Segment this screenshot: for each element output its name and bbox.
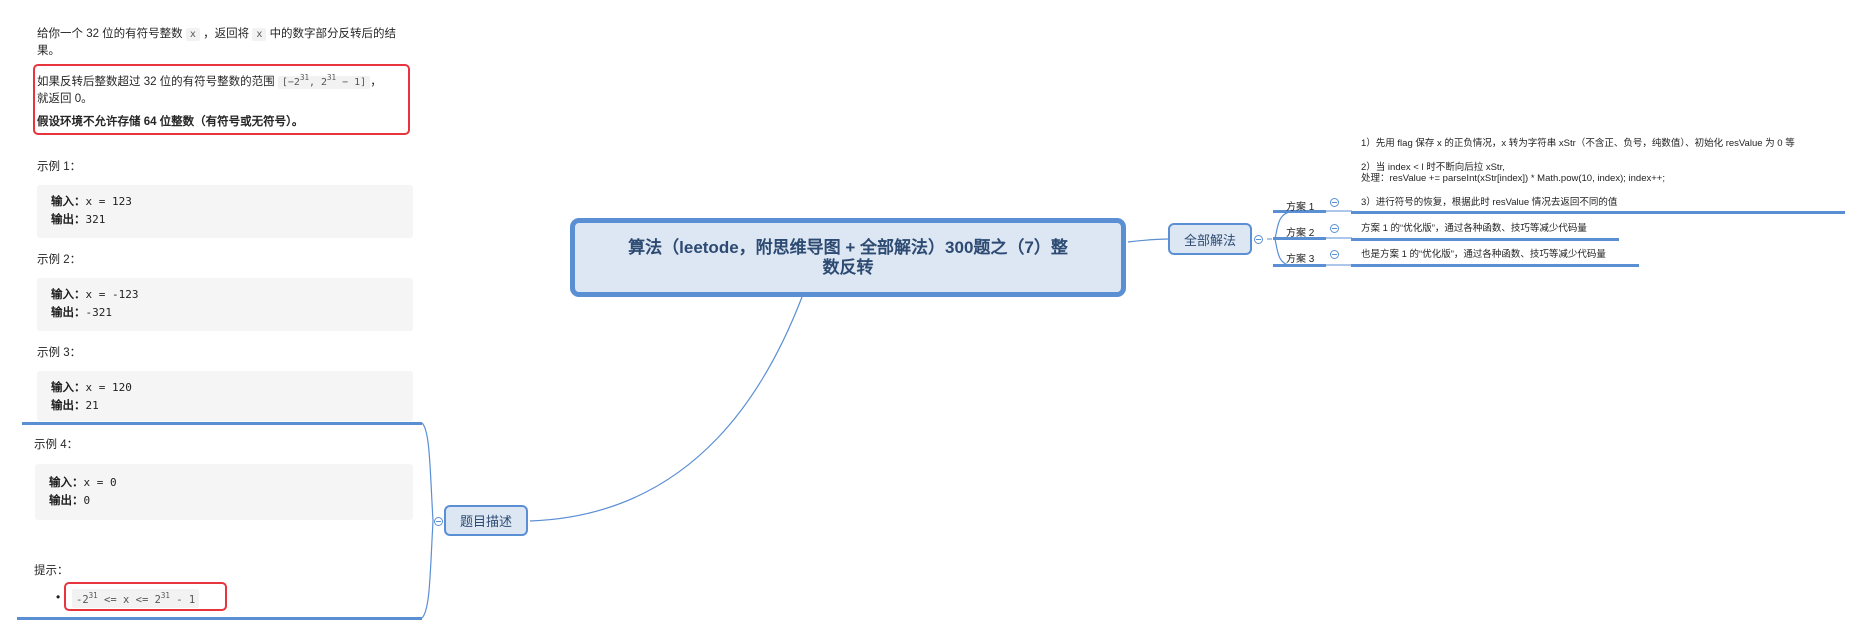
overflow-rule-text: 如果反转后整数超过 32 位的有符号整数的范围 xyxy=(37,76,275,88)
range-code: [−231, 231 − 1] xyxy=(277,73,371,89)
output-value: 0 xyxy=(83,494,91,507)
intro-text-3: 中的数字部分反转后的结 xyxy=(269,28,397,40)
collapse-toggle-description[interactable] xyxy=(434,517,443,526)
hint-title: 提示： xyxy=(34,565,69,577)
solution-2-note: 方案 1 的“优化版”，通过各种函数、技巧等减少代码量 xyxy=(1361,223,1587,234)
return-zero-text: 就返回 0。 xyxy=(37,93,93,105)
example-2-block: 输入：x = -123 输出：-321 xyxy=(37,278,413,331)
solution-1-step-2: 2）当 index < l 时不断向后拉 xStr, xyxy=(1361,162,1505,173)
output-value: -321 xyxy=(85,306,113,319)
highlight-constraint-box xyxy=(33,64,410,135)
range-suffix: − 1] xyxy=(336,77,367,88)
solution-3-note: 也是方案 1 的“优化版”，通过各种函数、技巧等减少代码量 xyxy=(1361,249,1606,260)
input-value: x = 120 xyxy=(85,381,132,394)
output-label: 输出： xyxy=(51,400,86,412)
inline-code-x: x xyxy=(252,28,267,41)
hint-part: - 1 xyxy=(169,594,196,606)
hint-part: <= x <= 2 xyxy=(97,594,161,606)
input-label: 输入： xyxy=(51,382,86,394)
output-value: 21 xyxy=(85,399,99,412)
output-label: 输出： xyxy=(51,214,86,226)
punct: ， xyxy=(370,76,382,88)
input-label: 输入： xyxy=(51,289,86,301)
example-1-title: 示例 1： xyxy=(37,161,82,173)
collapse-toggle-solution-2[interactable] xyxy=(1330,224,1339,233)
hint-part: -2 xyxy=(76,594,89,606)
hint-exp: 31 xyxy=(88,591,98,600)
root-node-title[interactable]: 算法（leetode，附思维导图 + 全部解法）300题之（7）整 数反转 xyxy=(570,218,1126,297)
range-prefix: [−2 xyxy=(281,77,300,88)
solution-2-label[interactable]: 方案 2 xyxy=(1286,228,1315,239)
intro-text-1: 给你一个 32 位的有符号整数 xyxy=(37,28,183,40)
example-2-title: 示例 2： xyxy=(37,254,82,266)
input-value: x = -123 xyxy=(85,288,139,301)
problem-intro: 给你一个 32 位的有符号整数 x ，返回将 x 中的数字部分反转后的结 果。 xyxy=(37,26,417,59)
example-4-title: 示例 4： xyxy=(34,439,79,451)
collapse-toggle-solutions[interactable] xyxy=(1254,235,1263,244)
solution-1-step-1: 1）先用 flag 保存 x 的正负情况，x 转为字符串 xStr（不含正、负号… xyxy=(1361,138,1795,149)
input-label: 输入： xyxy=(51,196,86,208)
range-mid: , 2 xyxy=(308,77,328,88)
collapse-toggle-solution-1[interactable] xyxy=(1330,198,1339,207)
solution-3-label[interactable]: 方案 3 xyxy=(1286,254,1315,265)
intro-text-2: ，返回将 xyxy=(203,28,250,40)
example-1-block: 输入：x = 123 输出：321 xyxy=(37,185,413,238)
hint-constraint-code: -231 <= x <= 231 - 1 xyxy=(72,589,200,608)
input-label: 输入： xyxy=(49,477,84,489)
example-4-block: 输入：x = 0 输出：0 xyxy=(35,464,413,520)
env-assumption: 假设环境不允许存储 64 位整数（有符号或无符号）。 xyxy=(37,116,304,128)
hint-exp: 31 xyxy=(160,591,170,600)
root-title-line1: 算法（leetode，附思维导图 + 全部解法）300题之（7）整 xyxy=(628,237,1068,257)
solution-1-underline xyxy=(1351,211,1845,214)
collapse-toggle-solution-3[interactable] xyxy=(1330,250,1339,259)
node-label: 全部解法 xyxy=(1183,232,1236,248)
hint-bullet: • xyxy=(56,590,61,604)
example-3-block: 输入：x = 120 输出：21 xyxy=(37,371,413,421)
node-label: 题目描述 xyxy=(459,514,512,529)
solution-1-label[interactable]: 方案 1 xyxy=(1286,202,1315,213)
solution-2-underline xyxy=(1351,238,1619,241)
intro-text-4: 果。 xyxy=(37,45,60,57)
solution-1-step-3: 3）进行符号的恢复，根据此时 resValue 情况去返回不同的值 xyxy=(1361,197,1618,208)
range-exp: 31 xyxy=(327,73,337,82)
node-problem-description[interactable]: 题目描述 xyxy=(444,505,528,536)
range-exp: 31 xyxy=(299,73,309,82)
input-value: x = 0 xyxy=(83,476,117,489)
solution-3-underline xyxy=(1351,264,1639,267)
overflow-rule: 如果反转后整数超过 32 位的有符号整数的范围 [−231, 231 − 1]，… xyxy=(37,70,409,107)
hint-highlight-box xyxy=(64,582,227,611)
node-all-solutions[interactable]: 全部解法 xyxy=(1168,223,1252,255)
output-label: 输出： xyxy=(51,307,86,319)
solution-1-step-2-detail: 处理：resValue += parseInt(xStr[index]) * M… xyxy=(1361,173,1665,184)
root-title-line2: 数反转 xyxy=(822,257,874,277)
output-value: 321 xyxy=(85,213,106,226)
inline-code-x: x xyxy=(185,28,200,41)
output-label: 输出： xyxy=(49,495,84,507)
example-3-title: 示例 3： xyxy=(37,347,82,359)
input-value: x = 123 xyxy=(85,195,132,208)
